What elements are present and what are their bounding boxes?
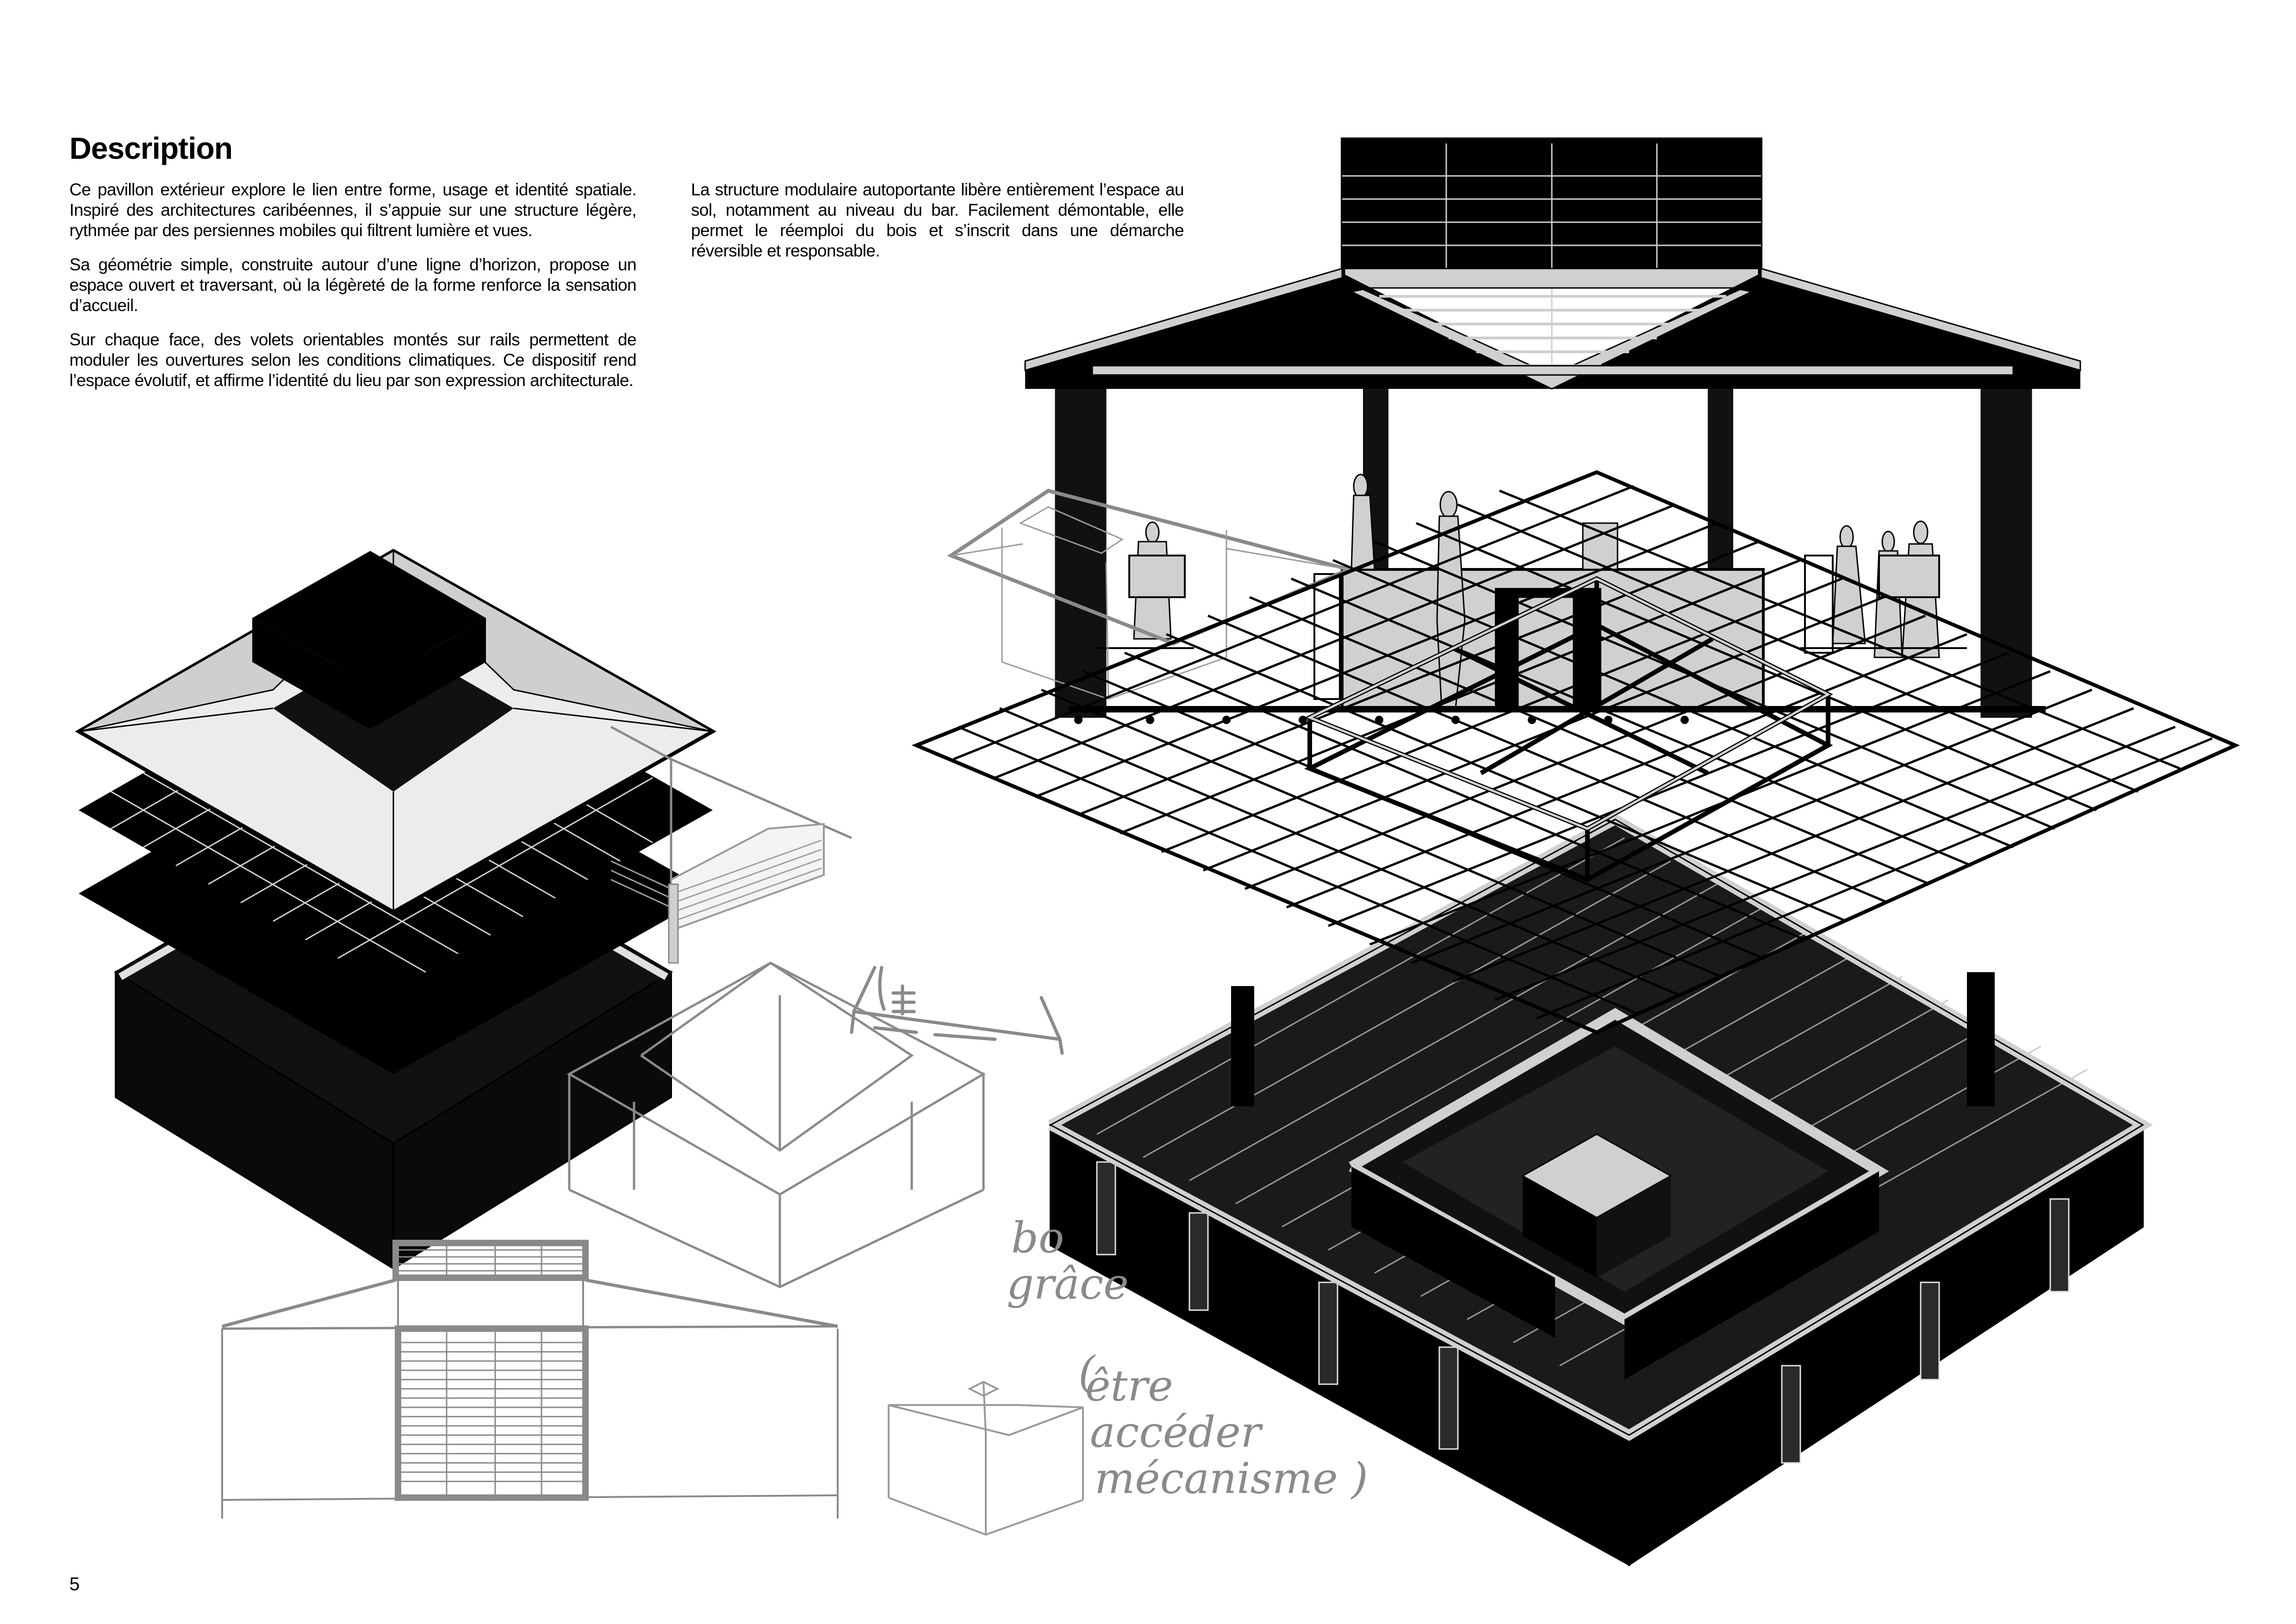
handwritten-note-etre: être — [1085, 1361, 1173, 1411]
structure-axonometric-drawing — [911, 470, 2240, 1567]
roof-sketch — [947, 488, 1355, 700]
front-elevation-sketch — [221, 1240, 839, 1518]
paragraph-4: La structure modulaire autoportante libè… — [691, 180, 1184, 260]
exploded-axonometric-drawing — [75, 549, 717, 1270]
pavilion-corner-sketch — [610, 725, 852, 964]
handwritten-note-paren: ( — [1078, 1347, 1095, 1397]
page-title: Description — [69, 131, 233, 165]
handwritten-note-grace: grâce — [1007, 1259, 1129, 1309]
hip-roof-box-sketch — [566, 961, 986, 1288]
description-column-1: Ce pavillon extérieur explore le lien en… — [69, 180, 637, 405]
paragraph-1: Ce pavillon extérieur explore le lien en… — [69, 180, 637, 240]
small-box-sketch — [888, 1380, 1084, 1536]
description-column-2: La structure modulaire autoportante libè… — [691, 180, 1184, 275]
section-elevation-drawing — [1024, 137, 2081, 724]
handwritten-note-bo: bo — [1011, 1213, 1064, 1262]
handwritten-note-mecanisme: mécanisme ) — [1095, 1454, 1368, 1503]
paragraph-2: Sa géométrie simple, construite autour d… — [69, 255, 637, 315]
page-number: 5 — [69, 1574, 80, 1594]
arrows-sketch — [850, 966, 1064, 1055]
handwritten-note-acceder: accéder — [1090, 1407, 1261, 1457]
paragraph-3: Sur chaque face, des volets orientables … — [69, 330, 637, 390]
